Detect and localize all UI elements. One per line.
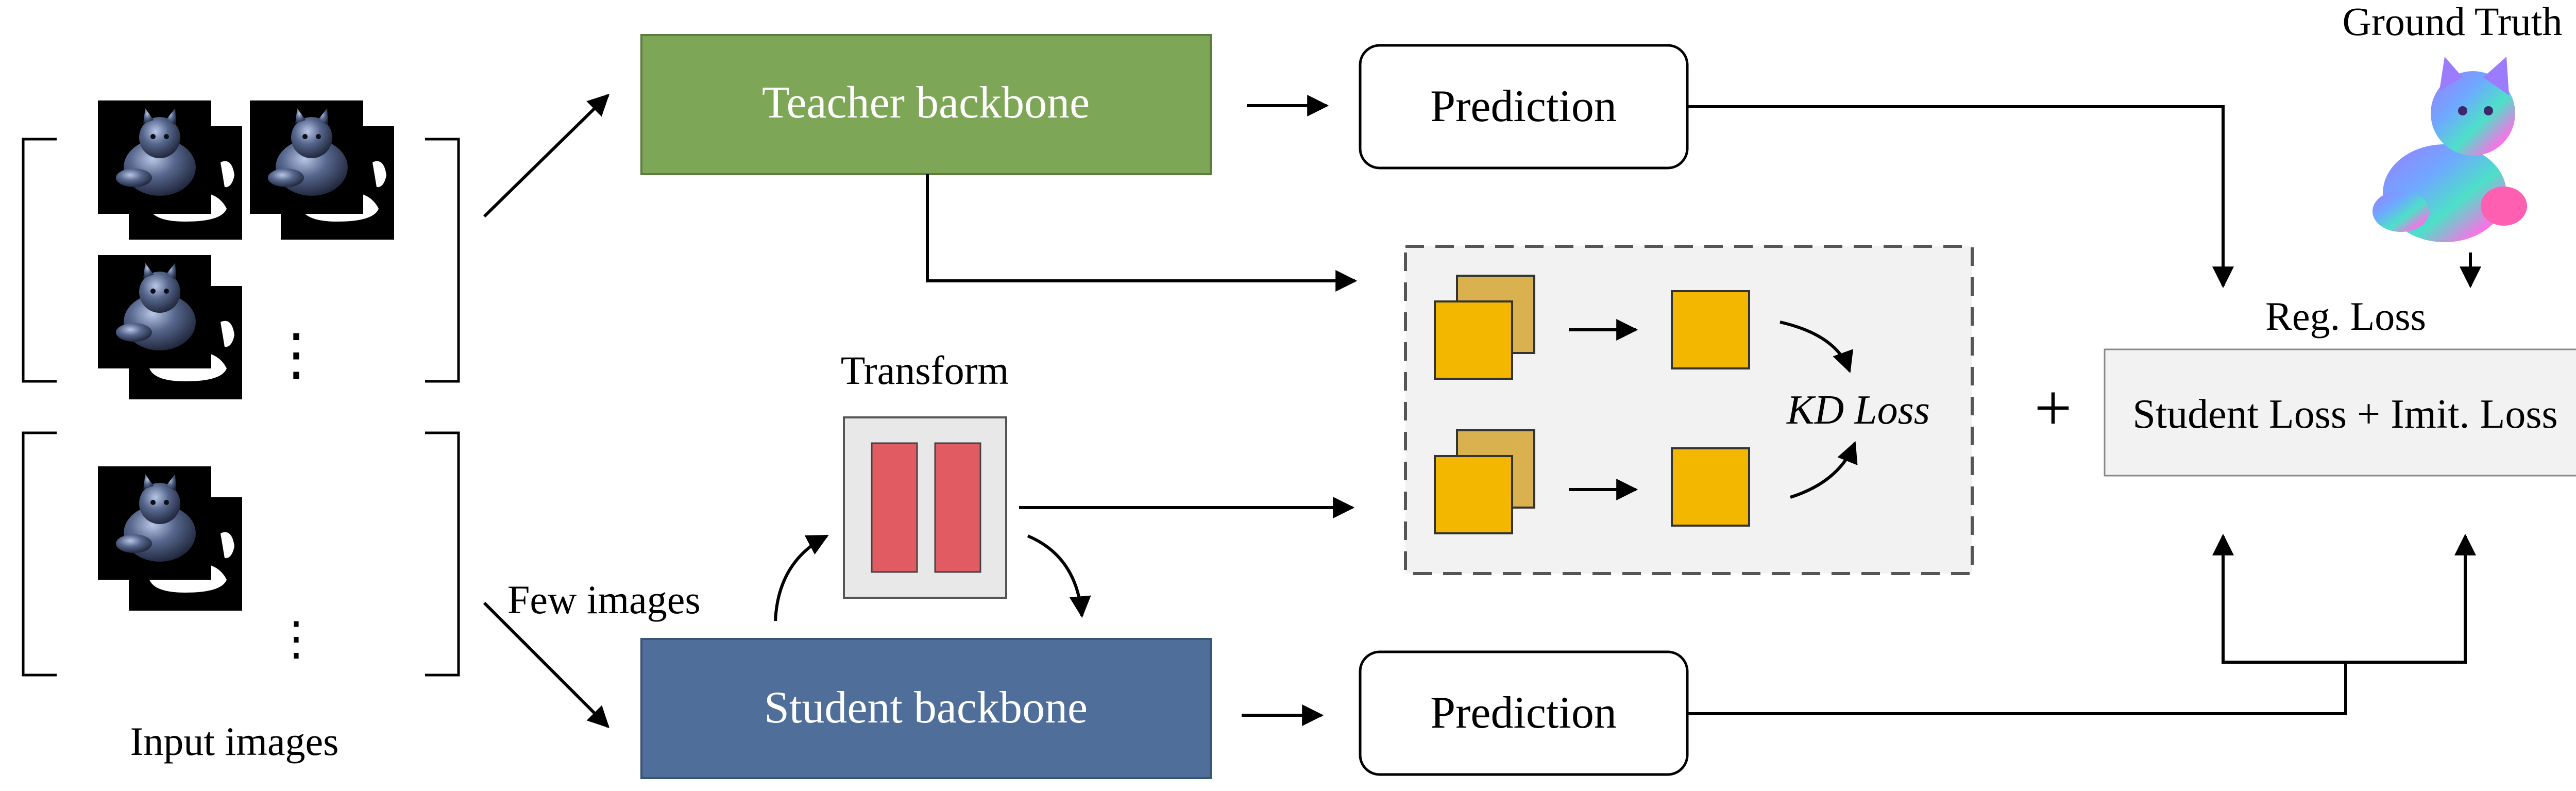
- arrow-transform-to-student: [1027, 534, 1091, 618]
- kd-loss-box: KD Loss: [1404, 245, 1974, 575]
- student-backbone-box: Student backbone: [640, 638, 1212, 779]
- teacher-backbone-box: Teacher backbone: [640, 34, 1212, 175]
- teacher-feature-stack: [1434, 275, 1535, 380]
- arrow-prediction-top-to-loss: [1687, 105, 2234, 289]
- arrow-input-to-student: [483, 601, 609, 728]
- cat-image-icon: [98, 100, 242, 240]
- ellipsis-top: ⋮: [268, 323, 325, 386]
- transform-label: Transform: [841, 348, 1009, 393]
- left-bracket-top: [22, 138, 57, 383]
- transform-bar-right: [934, 442, 981, 573]
- arrow-branch-right: [2346, 533, 2476, 664]
- arrow-teacher-to-kd: [926, 174, 1358, 292]
- prediction-bottom-box: Prediction: [1359, 650, 1689, 776]
- arrow-prediction-bottom-to-loss: [1687, 662, 2347, 715]
- reg-loss-label: Reg. Loss: [2265, 294, 2426, 339]
- arrow-input-to-teacher: [483, 94, 610, 218]
- ellipsis-bottom: ⋮: [273, 614, 319, 665]
- arrow-kd-bottom: [1790, 441, 1858, 499]
- transform-box: [843, 416, 1007, 599]
- student-feature-stack: [1434, 429, 1535, 534]
- teacher-feature-out: [1671, 290, 1750, 369]
- cat-image-icon: [98, 255, 242, 399]
- student-backbone-label: Student backbone: [764, 683, 1088, 733]
- prediction-bottom-label: Prediction: [1430, 688, 1617, 738]
- total-loss-box: Student Loss + Imit. Loss: [2104, 348, 2576, 477]
- right-bracket-top: [425, 138, 460, 383]
- ground-truth-label: Ground Truth: [2343, 0, 2563, 44]
- total-loss-label: Student Loss + Imit. Loss: [2132, 392, 2557, 437]
- input-image-group-top: ⋮: [22, 100, 460, 399]
- cat-image-icon: [250, 100, 394, 240]
- cat-image-icon: [98, 466, 242, 611]
- teacher-backbone-label: Teacher backbone: [762, 78, 1090, 128]
- prediction-top-box: Prediction: [1359, 44, 1689, 170]
- input-image-group-bottom: ⋮: [22, 431, 460, 677]
- plus-sign: +: [2034, 371, 2072, 445]
- right-bracket-bottom: [425, 431, 460, 677]
- normal-map-cat-icon: [2372, 57, 2527, 242]
- arrow-student-to-transform: [774, 534, 829, 621]
- input-images-label: Input images: [130, 719, 338, 764]
- student-feature-out: [1671, 447, 1750, 527]
- prediction-top-label: Prediction: [1430, 81, 1617, 131]
- transform-bar-left: [871, 442, 918, 573]
- arrow-kd-top: [1780, 321, 1854, 373]
- left-bracket-bottom: [22, 431, 57, 677]
- arrow-branch-left: [2212, 533, 2346, 664]
- kd-loss-label: KD Loss: [1786, 388, 1930, 433]
- few-images-label: Few images: [507, 577, 701, 622]
